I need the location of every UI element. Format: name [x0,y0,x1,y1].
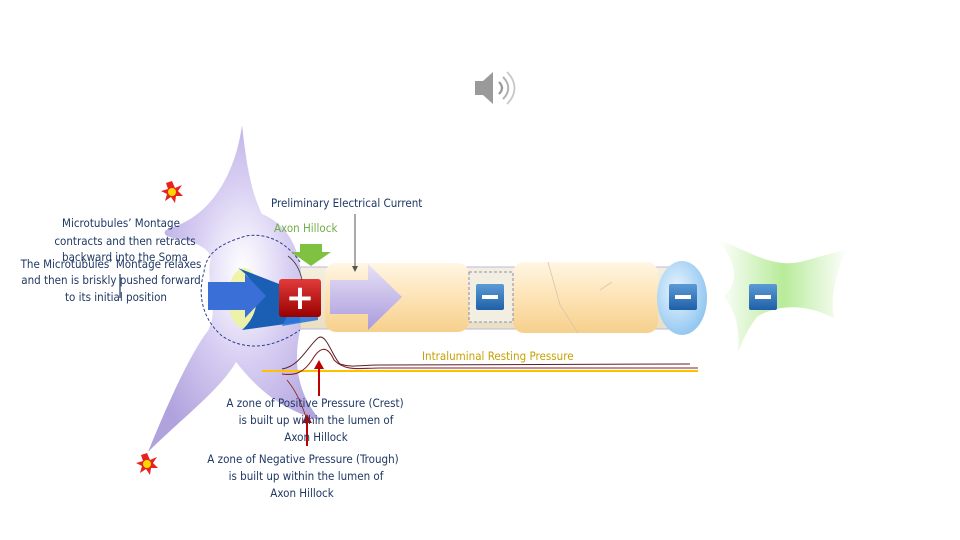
positive-charge-box [279,279,321,317]
pressure-wave-dark [281,336,691,370]
positive-zone-line-1: A zone of Positive Pressure (Crest) [226,396,404,410]
starburst-icon [136,453,158,475]
positive-zone-line-2: is built up within the lumen of [238,413,394,427]
negative-zone-line-2: is built up within the lumen of [228,469,384,483]
segment-crack-2 [599,281,613,291]
microtubules-contract-line-2: contracts and then retracts [54,234,196,248]
speaker-icon[interactable] [471,66,523,110]
pressure-wave-red [281,348,698,376]
microtubules-contract-line-1: Microtubules’ Montage [62,216,180,230]
negative-zone-line-1: A zone of Negative Pressure (Trough) [207,452,399,466]
current-pointer-head [352,266,358,272]
purple-forward-arrow [330,264,402,330]
negative-charge-bar-1 [482,295,498,299]
microtubules-relax-line-1: The Microtubules’ Montage relaxes [20,257,202,271]
microtubules-relax-line-3: to its initial position [65,290,167,304]
starburst-icon [161,181,183,203]
trough-down-arrowhead [302,414,312,423]
axon-hillock-label: Axon Hillock [274,221,338,235]
negative-charge-bar-2 [675,295,691,299]
microtubules-contract-line-3: backward into the Soma [62,250,188,264]
preliminary-current-label: Preliminary Electrical Current [271,196,423,210]
negative-charge-bar-3 [755,295,771,299]
segment-crack [547,261,579,334]
crest-up-arrowhead [314,360,324,369]
microtubules-relax-line-2: and then is briskly pushed forward [21,273,201,287]
soma-inner-membrane [200,234,301,347]
plus-sign: + [286,278,315,318]
trough-leader-line [286,379,308,421]
axon-segment-2 [513,262,658,333]
hillock-contour [287,255,303,281]
blue-right-arrow [208,274,266,318]
negative-zone-line-3: Axon Hillock [270,486,334,500]
axon-terminal [718,240,848,352]
green-down-arrow [291,244,331,266]
positive-zone-line-3: Axon Hillock [284,430,348,444]
intraluminal-pressure-label: Intraluminal Resting Pressure [422,349,574,363]
